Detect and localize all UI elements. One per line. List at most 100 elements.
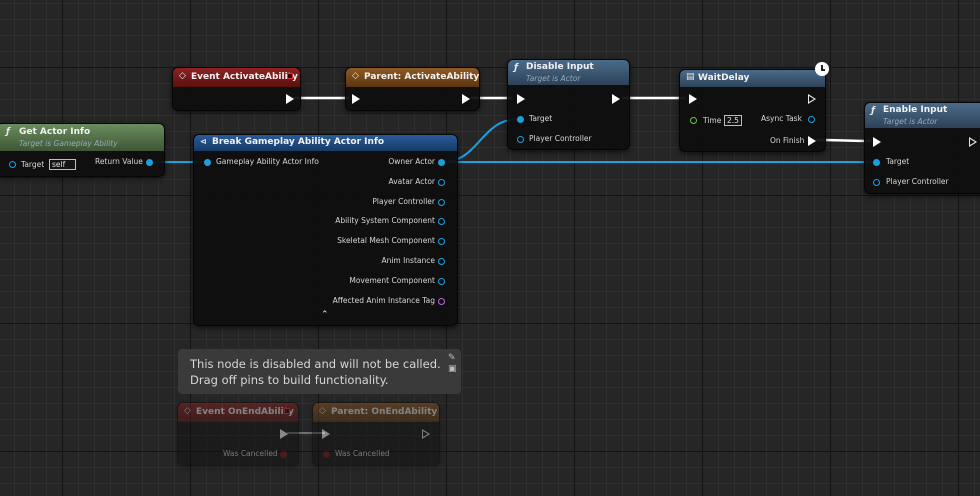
task-icon: ▤ — [686, 72, 695, 82]
event-icon: ◇ — [319, 406, 326, 416]
node-break-gameplay-ability-actor-info[interactable]: ⊲ Break Gameplay Ability Actor Info Game… — [193, 134, 458, 326]
actor-info-input-pin[interactable] — [204, 159, 211, 166]
output-label: Player Controller — [372, 197, 435, 206]
target-label: Target — [886, 157, 910, 166]
exec-in-pin[interactable] — [352, 94, 360, 104]
event-icon: ◇ — [352, 71, 359, 81]
node-subtitle: Target is Actor — [883, 117, 938, 126]
node-header: ◇ Event OnEndAbility — [178, 403, 298, 422]
node-header: ◇ Event ActivateAbility — [173, 68, 300, 87]
node-title: Break Gameplay Ability Actor Info — [212, 137, 385, 147]
tooltip-line-1: This node is disabled and will not be ca… — [190, 357, 441, 371]
exec-in-pin[interactable] — [689, 94, 697, 104]
node-title: Disable Input — [526, 62, 594, 72]
node-title: WaitDelay — [698, 73, 750, 83]
return-value-label: Return Value — [95, 157, 143, 166]
return-value-pin[interactable] — [146, 159, 153, 166]
node-header: ◇ Parent: ActivateAbility — [346, 68, 479, 87]
node-title: Parent: OnEndAbility — [331, 407, 438, 417]
node-title: Enable Input — [883, 105, 948, 115]
node-subtitle: Target is Gameplay Ability — [19, 139, 118, 148]
disabled-node-tooltip: This node is disabled and will not be ca… — [178, 349, 461, 394]
player-controller-pin[interactable] — [517, 136, 524, 143]
output-label: Affected Anim Instance Tag — [332, 296, 435, 305]
output-label: Avatar Actor — [388, 177, 435, 186]
movement-component-pin[interactable] — [438, 278, 445, 285]
node-header: ƒ Get Actor Info Target is Gameplay Abil… — [0, 124, 164, 151]
output-label: Ability System Component — [335, 216, 435, 225]
target-pin[interactable] — [873, 159, 880, 166]
event-delegate-pin[interactable] — [287, 73, 293, 79]
target-self-input[interactable]: self — [49, 159, 76, 170]
node-title: Parent: ActivateAbility — [364, 72, 480, 82]
exec-in-pin[interactable] — [322, 429, 330, 439]
exec-out-pin[interactable] — [286, 94, 294, 104]
player-controller-pin[interactable] — [438, 199, 445, 206]
actor-info-input-label: Gameplay Ability Actor Info — [216, 157, 319, 166]
was-cancelled-label: Was Cancelled — [335, 449, 390, 458]
exec-out-pin[interactable] — [462, 94, 470, 104]
node-wait-delay[interactable]: ▤ WaitDelay Time 2.5 Async Task On Finis… — [679, 69, 826, 152]
anim-instance-pin[interactable] — [438, 258, 445, 265]
node-parent-activate-ability[interactable]: ◇ Parent: ActivateAbility — [345, 67, 480, 111]
player-controller-pin[interactable] — [873, 179, 880, 186]
skeletal-mesh-component-pin[interactable] — [438, 238, 445, 245]
node-header: ▤ WaitDelay — [680, 70, 825, 87]
node-disable-input[interactable]: ƒ Disable Input Target is Actor Target P… — [507, 59, 630, 150]
on-finish-label: On Finish — [770, 136, 805, 145]
node-event-on-end-ability[interactable]: ◇ Event OnEndAbility Was Cancelled — [177, 402, 299, 466]
exec-in-pin[interactable] — [517, 94, 525, 104]
exec-out-pin[interactable] — [280, 429, 288, 439]
async-task-pin[interactable] — [808, 116, 815, 123]
event-icon: ◇ — [184, 406, 191, 416]
node-enable-input[interactable]: ƒ Enable Input Target is Actor Target Pl… — [864, 102, 980, 194]
was-cancelled-label: Was Cancelled — [223, 449, 278, 458]
time-pin[interactable] — [690, 117, 697, 124]
latent-clock-icon — [815, 62, 829, 76]
node-parent-on-end-ability[interactable]: ◇ Parent: OnEndAbility Was Cancelled — [312, 402, 440, 466]
node-header: ◇ Parent: OnEndAbility — [313, 403, 439, 422]
target-label: Target — [529, 114, 553, 123]
save-icon[interactable]: ▣ — [448, 364, 457, 374]
async-task-label: Async Task — [761, 114, 802, 123]
was-cancelled-pin[interactable] — [323, 451, 330, 458]
exec-out-pin[interactable] — [612, 94, 620, 104]
target-label: Target — [21, 160, 45, 169]
node-event-activate-ability[interactable]: ◇ Event ActivateAbility — [172, 67, 301, 111]
node-header: ƒ Enable Input Target is Actor — [865, 103, 980, 128]
exec-out-pin[interactable] — [808, 94, 816, 104]
event-delegate-pin[interactable] — [284, 408, 290, 414]
function-icon: ƒ — [514, 63, 518, 73]
node-title: Get Actor Info — [19, 127, 91, 137]
owner-actor-pin[interactable] — [438, 159, 445, 166]
event-icon: ◇ — [179, 71, 186, 81]
function-icon: ƒ — [6, 127, 10, 137]
node-title: Event ActivateAbility — [191, 72, 298, 82]
ability-system-component-pin[interactable] — [438, 218, 445, 225]
node-title: Event OnEndAbility — [196, 407, 294, 417]
exec-out-pin[interactable] — [422, 429, 430, 439]
node-header: ƒ Disable Input Target is Actor — [508, 60, 629, 85]
time-input[interactable]: 2.5 — [724, 115, 742, 126]
function-icon: ƒ — [871, 106, 875, 116]
target-pin[interactable] — [517, 116, 524, 123]
node-get-actor-info[interactable]: ƒ Get Actor Info Target is Gameplay Abil… — [0, 123, 165, 177]
target-pin[interactable] — [9, 161, 16, 168]
node-subtitle: Target is Actor — [526, 74, 581, 83]
exec-in-pin[interactable] — [873, 137, 881, 147]
output-label: Anim Instance — [381, 256, 435, 265]
collapse-chevron-icon[interactable]: ⌃ — [321, 310, 329, 320]
output-label: Skeletal Mesh Component — [337, 236, 435, 245]
output-label: Owner Actor — [388, 157, 435, 166]
was-cancelled-pin[interactable] — [280, 451, 287, 458]
struct-break-icon: ⊲ — [200, 137, 207, 146]
avatar-actor-pin[interactable] — [438, 179, 445, 186]
on-finish-pin[interactable] — [808, 136, 816, 146]
affected-anim-instance-tag-pin[interactable] — [438, 298, 445, 305]
exec-out-pin[interactable] — [969, 137, 977, 147]
player-controller-label: Player Controller — [529, 134, 592, 143]
player-controller-label: Player Controller — [886, 177, 949, 186]
pin-icon[interactable]: ✎ — [448, 353, 456, 363]
